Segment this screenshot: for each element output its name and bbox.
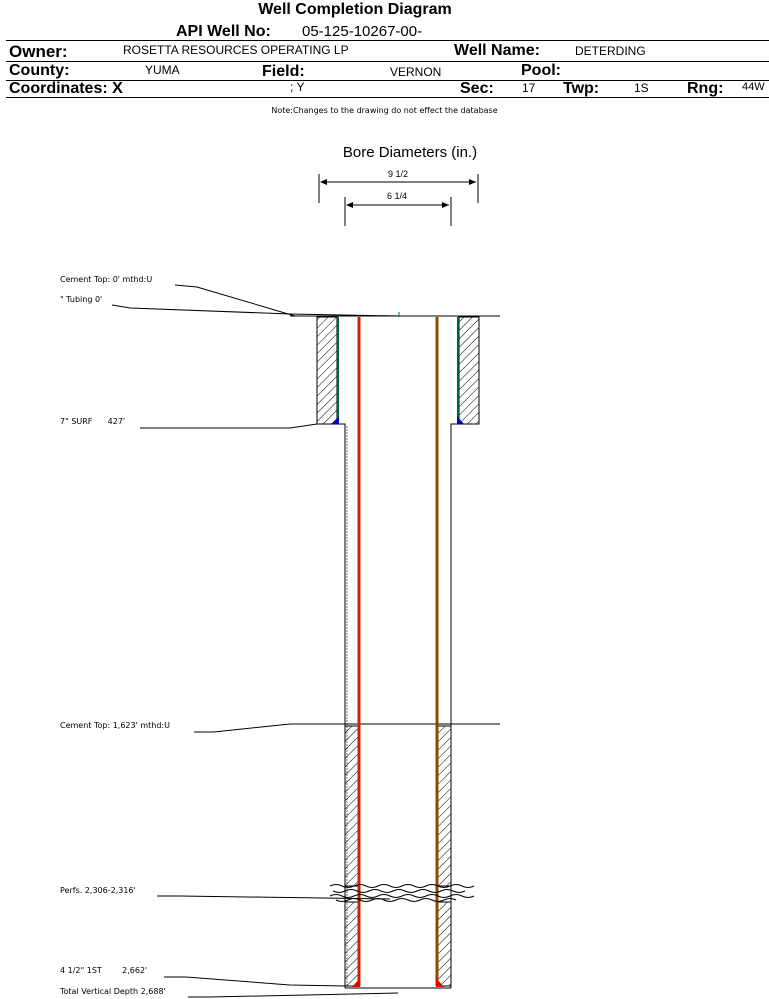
annot-cement-top-prod: Cement Top: 1,623' mthd:U xyxy=(60,721,170,730)
header-row-owner: Owner: ROSETTA RESOURCES OPERATING LP We… xyxy=(6,41,769,62)
leader-prod-casing xyxy=(164,976,346,987)
owner-label: Owner: xyxy=(9,42,68,61)
leader-perfs xyxy=(157,895,391,900)
hole-step xyxy=(317,423,346,988)
surface-cement xyxy=(316,316,480,425)
header-top-border xyxy=(6,40,769,41)
wellname-value: DETERDING xyxy=(575,44,646,58)
database-note: Note:Changes to the drawing do not effec… xyxy=(271,106,498,115)
header-row-county: County: YUMA Field: VERNON Pool: xyxy=(6,62,769,81)
api-label: API Well No: xyxy=(176,23,271,40)
header-row-coords: Coordinates: X ; Y Sec: 17 Twp: 1S Rng: … xyxy=(6,80,769,98)
surface-casing-shoe-right xyxy=(457,416,464,424)
annot-tvd: Total Vertical Depth 2,688' xyxy=(59,987,166,996)
leader-tvd xyxy=(188,992,399,998)
bore-inner-label: 6 1/4 xyxy=(387,191,407,201)
field-label: Field: xyxy=(262,63,305,80)
production-shoe-left xyxy=(352,978,360,987)
wellname-label: Well Name: xyxy=(454,42,540,59)
annot-tubing: " Tubing 0' xyxy=(60,295,102,304)
county-value: YUMA xyxy=(145,63,180,77)
sec-value: 17 xyxy=(522,81,536,95)
leader-tubing xyxy=(111,304,400,317)
surface-casing xyxy=(337,317,459,423)
annot-cement-top-surface: Cement Top: 0' mthd:U xyxy=(60,275,152,284)
sec-label: Sec: xyxy=(460,80,494,97)
bore-inner-dimension: 6 1/4 xyxy=(344,191,452,226)
leader-surface-casing xyxy=(289,423,318,429)
coords-label: Coordinates: X xyxy=(9,80,123,97)
coords-y: ; Y xyxy=(290,80,305,94)
annot-surface-casing: 7" SURF 427' xyxy=(60,417,125,426)
leader-cement-top-surface xyxy=(174,284,296,317)
production-shoe-right xyxy=(436,978,444,987)
production-cement xyxy=(344,725,452,987)
leader-cement-top-prod xyxy=(194,723,291,733)
bore-outer-dimension: 9 1/2 xyxy=(318,169,479,203)
field-value: VERNON xyxy=(390,65,442,79)
bore-outer-label: 9 1/2 xyxy=(388,169,408,179)
twp-label: Twp: xyxy=(563,80,600,97)
bore-diameters-title: Bore Diameters (in.) xyxy=(343,144,477,161)
pool-label: Pool: xyxy=(521,62,561,79)
annot-prod-casing: 4 1/2" 1ST 2,662' xyxy=(60,966,147,975)
twp-value: 1S xyxy=(634,81,649,95)
surface-casing-shoe-left xyxy=(332,416,339,424)
annot-perfs: Perfs. 2,306-2,316' xyxy=(60,886,136,895)
rng-label: Rng: xyxy=(687,80,724,97)
owner-value: ROSETTA RESOURCES OPERATING LP xyxy=(123,43,349,57)
hole-step-right xyxy=(450,423,479,988)
county-label: County: xyxy=(9,62,70,79)
rng-value: 44W xyxy=(742,81,765,93)
api-value: 05-125-10267-00- xyxy=(302,23,423,40)
diagram-title: Well Completion Diagram xyxy=(258,1,452,18)
